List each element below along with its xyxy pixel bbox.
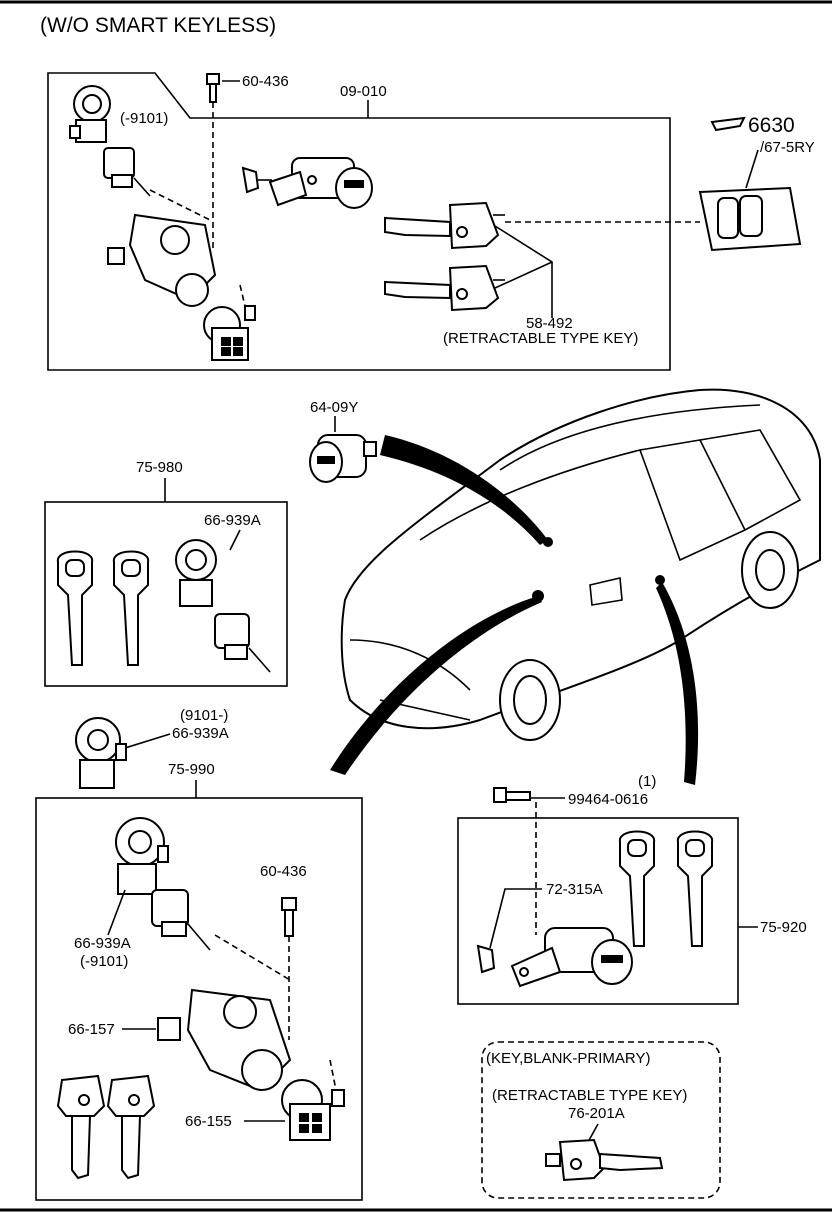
retractable-key-upper-icon bbox=[384, 201, 505, 250]
retractable-key-lower-icon bbox=[384, 264, 505, 312]
label-retractable-key-a: (RETRACTABLE TYPE KEY) bbox=[443, 330, 638, 347]
box-75-990 bbox=[35, 797, 363, 1201]
box-75-980 bbox=[44, 501, 288, 687]
label-58-492: 58-492 bbox=[526, 315, 573, 332]
leader-66-939a-c bbox=[107, 889, 126, 936]
label-75-920: 75-920 bbox=[760, 919, 807, 936]
label-60-436-top: 60-436 bbox=[242, 73, 289, 90]
leader-66-939a-b bbox=[124, 733, 171, 749]
key-blank-b-icon bbox=[112, 550, 150, 666]
label-66-939a-c: 66-939A bbox=[74, 935, 131, 952]
ignition-switch-b-icon bbox=[281, 1059, 345, 1141]
label-66-939a-a: 66-939A bbox=[204, 512, 261, 529]
diagram-title: (W/O SMART KEYLESS) bbox=[40, 14, 276, 37]
immobilizer-coil-c-icon bbox=[75, 717, 127, 789]
switch-connector-b-icon bbox=[214, 613, 271, 673]
label-6630: 6630 bbox=[748, 114, 795, 137]
bolt-60-436-bottom-icon bbox=[281, 897, 297, 1040]
key-blank-c-icon bbox=[618, 830, 656, 947]
pointer-sweep-ignition bbox=[330, 596, 542, 775]
label-9101-end-b: (-9101) bbox=[80, 953, 128, 970]
box-09-010 bbox=[47, 72, 671, 371]
label-key-blank-primary: (KEY,BLANK-PRIMARY) bbox=[486, 1050, 651, 1067]
clip-72-315a-icon bbox=[476, 944, 496, 974]
immobilizer-coil-b-icon bbox=[175, 539, 217, 607]
door-lock-cylinder-icon bbox=[309, 434, 377, 483]
pointer-sweep-hood bbox=[380, 435, 548, 545]
label-75-980: 75-980 bbox=[136, 459, 183, 476]
label-66-157: 66-157 bbox=[68, 1021, 115, 1038]
leader-58-492 bbox=[494, 225, 553, 318]
retractable-key-primary-icon bbox=[545, 1138, 664, 1182]
label-66-939a-b: 66-939A bbox=[172, 725, 229, 742]
label-9101-start: (9101-) bbox=[180, 707, 228, 724]
label-qty-1: (1) bbox=[638, 773, 656, 790]
steering-lock-body-icon bbox=[107, 189, 217, 307]
leader-72-315a bbox=[489, 888, 542, 949]
switch-connector-c-icon bbox=[151, 889, 211, 951]
immobilizer-coil-icon bbox=[69, 85, 111, 143]
nut-66-157-icon bbox=[157, 1017, 181, 1041]
label-66-155: 66-155 bbox=[185, 1113, 232, 1130]
label-60-436-bottom: 60-436 bbox=[260, 863, 307, 880]
label-72-315a: 72-315A bbox=[546, 881, 603, 898]
box-key-blank-primary bbox=[481, 1041, 721, 1199]
switch-connector-icon bbox=[103, 147, 151, 197]
immobilizer-coil-d-icon bbox=[115, 817, 169, 895]
retractable-key-d-icon bbox=[106, 1074, 156, 1180]
door-lock-cylinder-b-icon bbox=[510, 927, 633, 988]
leader-66-939a-a bbox=[229, 529, 241, 551]
label-99464-0616: 99464-0616 bbox=[568, 791, 648, 808]
label-retractable-key-b: (RETRACTABLE TYPE KEY) bbox=[492, 1087, 687, 1104]
label-75-990: 75-990 bbox=[168, 761, 215, 778]
key-blank-a-icon bbox=[56, 550, 94, 666]
ignition-lock-cylinder-icon bbox=[268, 157, 373, 209]
hand-pointer-icon bbox=[710, 116, 746, 132]
label-64-09y: 64-09Y bbox=[310, 399, 358, 416]
ignition-switch-icon bbox=[203, 284, 256, 361]
label-67-5ry: /67-5RY bbox=[760, 139, 815, 156]
retractable-key-c-icon bbox=[56, 1074, 106, 1180]
key-blank-d-icon bbox=[676, 830, 714, 947]
box-75-920 bbox=[457, 817, 739, 1005]
bolt-99464-0616-icon bbox=[493, 787, 537, 935]
leader-67-5ry bbox=[745, 149, 759, 189]
bolt-60-436-top-icon bbox=[206, 73, 220, 250]
steering-lock-body-b-icon bbox=[186, 934, 292, 1092]
clip-icon bbox=[241, 166, 272, 194]
label-76-201a: 76-201A bbox=[568, 1105, 625, 1122]
remote-transmitter-icon bbox=[698, 186, 802, 252]
leader-76-201a bbox=[587, 1123, 599, 1143]
label-09-010: 09-010 bbox=[340, 83, 387, 100]
label-9101-end: (-9101) bbox=[120, 110, 168, 127]
pointer-sweep-door bbox=[656, 582, 699, 785]
